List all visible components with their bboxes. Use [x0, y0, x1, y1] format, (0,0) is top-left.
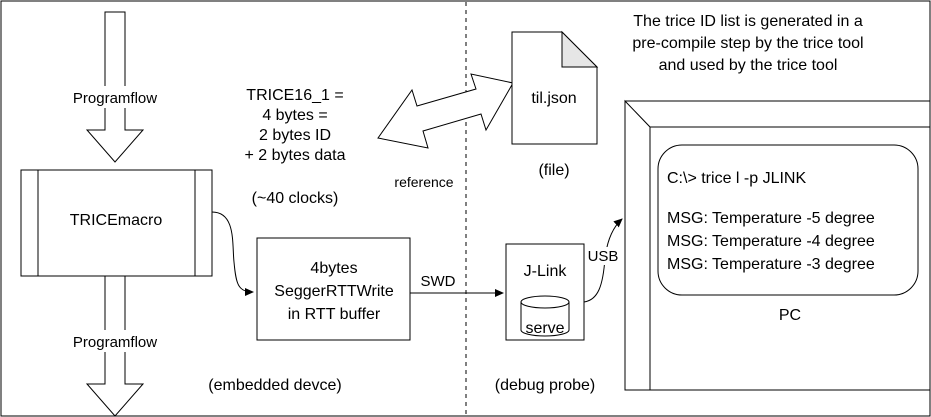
- programflow-bottom-label: Programflow: [73, 334, 157, 351]
- reference-label: reference: [394, 174, 453, 190]
- file-caption: (file): [538, 162, 569, 179]
- trice-line-1: TRICE16_1 =: [246, 87, 343, 104]
- programflow-bottom-label-bg: [62, 330, 168, 352]
- serve-label: serve: [525, 320, 564, 337]
- terminal-panel: [657, 144, 919, 296]
- serve-cylinder-top: [520, 295, 570, 309]
- reference-label-bg: [384, 172, 464, 192]
- terminal-line-msg-1: MSG: Temperature -5 degree: [667, 210, 875, 227]
- swd-label: SWD: [421, 273, 456, 290]
- usb-label: USB: [588, 248, 619, 265]
- file-name: til.json: [531, 90, 576, 107]
- pc-cube-left-face: [624, 99, 651, 391]
- programflow-top-label-bg: [62, 86, 168, 108]
- trice-line-4: + 2 bytes data: [245, 147, 346, 164]
- terminal-command: C:\> trice l -p JLINK: [667, 170, 806, 187]
- trice-line-2: 4 bytes =: [262, 107, 327, 124]
- jlink-label: J-Link: [524, 263, 568, 280]
- rtt-line-1: 4bytes: [310, 260, 357, 277]
- note-line-3: and used by the trice tool: [659, 57, 838, 74]
- macro-to-rtt-connector: [211, 211, 254, 296]
- usb-label-bg: [585, 247, 621, 265]
- terminal-line-msg-3: MSG: Temperature -3 degree: [667, 256, 875, 273]
- serve-cylinder-body: [520, 302, 570, 337]
- trice-line-3: 2 bytes ID: [259, 127, 331, 144]
- file-icon-fold: [561, 30, 599, 68]
- probe-caption: (debug probe): [495, 377, 596, 394]
- tricemacro-box: [20, 169, 213, 277]
- pc-label: PC: [779, 307, 801, 324]
- reference-double-arrow: [377, 73, 514, 149]
- file-icon: [511, 31, 598, 145]
- rtt-line-2: SeggerRTTWrite: [274, 283, 394, 300]
- programflow-top-label: Programflow: [73, 90, 157, 107]
- embedded-caption: (embedded devce): [208, 377, 341, 394]
- note-line-2: pre-compile step by the trice tool: [632, 35, 863, 52]
- clocks-label: (~40 clocks): [252, 190, 339, 207]
- terminal-line-msg-2: MSG: Temperature -4 degree: [667, 233, 875, 250]
- rtt-write-box: [256, 237, 411, 341]
- note-line-1: The trice ID list is generated in a: [633, 13, 863, 30]
- tricemacro-label: TRICEmacro: [70, 212, 163, 229]
- rtt-line-3: in RTT buffer: [288, 306, 381, 323]
